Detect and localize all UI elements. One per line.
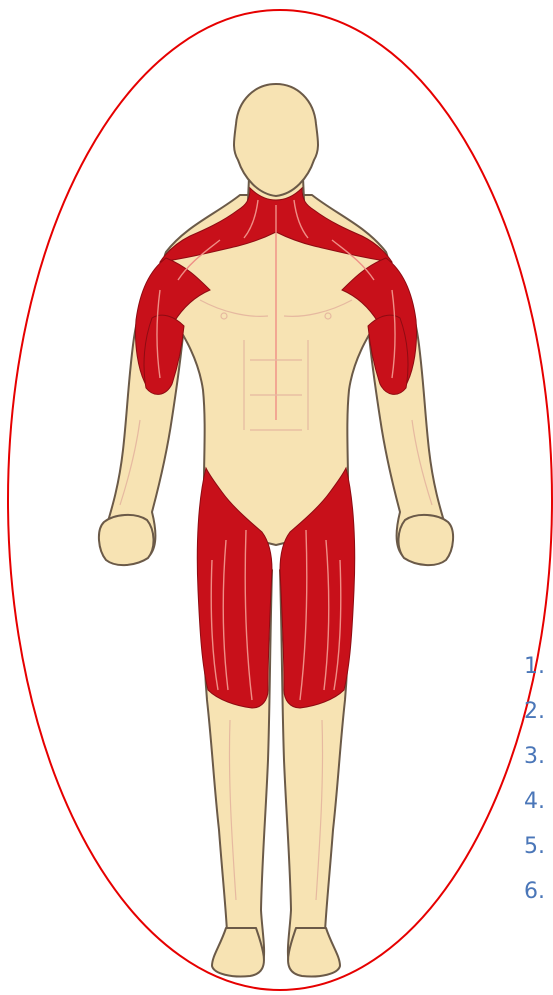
list-marker-5: 5. — [524, 836, 545, 858]
list-marker-1: 1. — [524, 656, 545, 678]
left-foot — [212, 928, 264, 977]
right-hand — [398, 515, 453, 565]
list-marker-4: 4. — [524, 791, 545, 813]
right-foot — [288, 928, 340, 977]
list-marker-2: 2. — [524, 701, 545, 723]
list-marker-6: 6. — [524, 881, 545, 903]
list-marker-3: 3. — [524, 746, 545, 768]
left-hand — [99, 515, 154, 565]
head — [234, 84, 318, 196]
